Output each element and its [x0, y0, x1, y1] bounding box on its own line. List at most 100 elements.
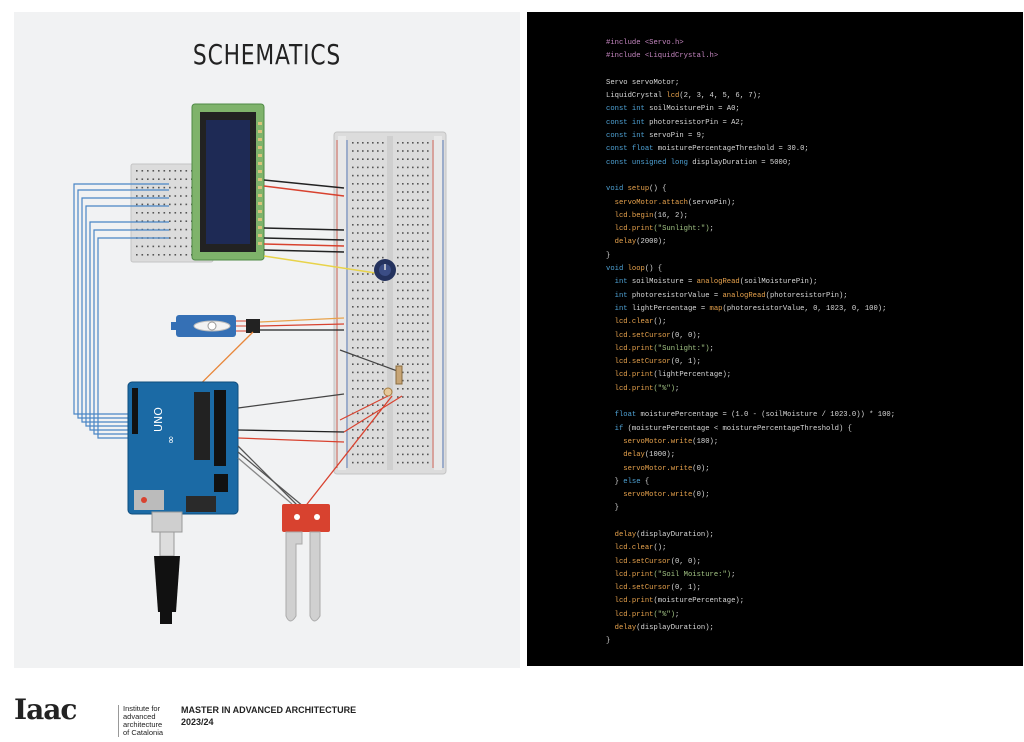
arduino-wires [237, 393, 393, 513]
code-token: (0, 1); [670, 358, 701, 367]
code-token: displayDuration = 5000; [692, 158, 792, 167]
code-token: (16, 2); [653, 211, 688, 220]
code-token: servoPin = 9; [649, 132, 706, 141]
institute-line: architecture [123, 720, 163, 729]
code-line: } [606, 250, 895, 263]
code-token [606, 425, 615, 433]
code-token: (0); [692, 491, 710, 500]
code-token: int [614, 291, 632, 300]
code-token: lcd.setCursor [614, 358, 671, 367]
code-token: ("%") [653, 384, 676, 393]
code-token: (0, 0); [670, 331, 701, 340]
code-line: lcd.setCursor(0, 1); [606, 356, 895, 369]
code-line: float moisturePercentage = (1.0 - (soilM… [606, 409, 895, 422]
code-token: const int [606, 118, 650, 127]
code-token: servoMotor.attach [614, 198, 688, 207]
code-token [606, 318, 615, 326]
code-token: const int [606, 105, 650, 114]
main-breadboard [333, 131, 447, 475]
code-token [606, 451, 623, 459]
code-line: const int soilMoisturePin = A0; [606, 103, 895, 116]
code-line: delay(displayDuration); [606, 529, 895, 542]
code-line: void loop() { [606, 263, 895, 276]
code-token: servoMotor.write [623, 437, 693, 446]
code-token [606, 292, 615, 300]
code-token: (0, 0); [670, 557, 701, 566]
code-token [606, 597, 615, 605]
code-line: #include <LiquidCrystal.h> [606, 50, 895, 63]
code-token: #include <LiquidCrystal.h> [606, 52, 719, 61]
code-token: (servoPin); [687, 198, 736, 207]
code-line: lcd.setCursor(0, 0); [606, 556, 895, 569]
code-line: lcd.print("%"); [606, 609, 895, 622]
code-token [606, 411, 615, 419]
code-token: (moisturePercentage); [653, 597, 745, 606]
code-token: moisturePercentageThreshold = 30.0; [657, 145, 809, 154]
code-line: } else { [606, 476, 895, 489]
code-line: lcd.clear(); [606, 316, 895, 329]
code-line: if (moisturePercentage < moisturePercent… [606, 423, 895, 436]
code-line: servoMotor.write(180); [606, 436, 895, 449]
code-line: lcd.setCursor(0, 1); [606, 582, 895, 595]
code-token: lcd [666, 92, 680, 101]
code-token: map [709, 304, 723, 313]
code-line: lcd.setCursor(0, 0); [606, 330, 895, 343]
code-token: const float [606, 145, 658, 154]
code-token: servoMotor.write [623, 464, 693, 473]
code-token: } [606, 251, 611, 260]
code-line: const int servoPin = 9; [606, 130, 895, 143]
code-token: photoresistorValue = [631, 291, 723, 300]
code-line: lcd.print("Sunlight:"); [606, 223, 895, 236]
code-token [606, 531, 615, 539]
code-token: loop [627, 265, 645, 274]
code-token: ; [709, 344, 714, 353]
code-token: servoMotor.write [623, 491, 693, 500]
usb-cable [151, 511, 183, 624]
soil-moisture-sensor [282, 504, 330, 622]
code-token [606, 491, 623, 499]
code-token [606, 544, 615, 552]
code-token [606, 238, 615, 246]
code-token [606, 465, 623, 473]
code-line: lcd.print(lightPercentage); [606, 369, 895, 382]
code-token: (displayDuration); [636, 624, 714, 633]
code-line: servoMotor.write(0); [606, 463, 895, 476]
code-token: const unsigned long [606, 158, 693, 167]
photoresistor-circuit [339, 349, 403, 433]
code-token [606, 571, 615, 579]
code-token: (); [653, 544, 667, 553]
code-token: int [614, 278, 632, 287]
footer: Iaac Institute for advanced architecture… [0, 690, 1024, 742]
code-token [606, 371, 615, 379]
code-token: setup [627, 185, 650, 194]
code-line [606, 396, 895, 409]
code-token: lcd.setCursor [614, 584, 671, 593]
code-token: LiquidCrystal [606, 92, 667, 101]
code-token: lcd.print [614, 597, 654, 606]
program-info: MASTER IN ADVANCED ARCHITECTURE 2023/24 [181, 704, 356, 728]
code-line: const float moisturePercentageThreshold … [606, 143, 895, 156]
code-token: } [606, 477, 624, 486]
code-token: (displayDuration); [636, 530, 714, 539]
code-token: ; [709, 225, 714, 234]
code-token: (); [653, 318, 667, 327]
code-token [606, 305, 615, 313]
code-line [606, 64, 895, 77]
code-token: (moisturePercentage < moisturePercentage… [627, 424, 852, 433]
code-token: ("Sunlight:") [653, 225, 710, 234]
code-token: lcd.clear [614, 544, 654, 553]
program-title: MASTER IN ADVANCED ARCHITECTURE [181, 705, 357, 715]
code-token: lcd.print [614, 570, 654, 579]
code-token [606, 385, 615, 393]
code-line: delay(2000); [606, 236, 895, 249]
code-token [606, 624, 615, 632]
code-token: ; [675, 384, 680, 393]
code-token: analogRead [722, 291, 766, 300]
institute-line: Institute for [123, 704, 161, 713]
code-line: #include <Servo.h> [606, 37, 895, 50]
code-line: lcd.print("Sunlight:"); [606, 343, 895, 356]
lcd-data-wires [73, 183, 169, 439]
code-token: void [606, 265, 628, 274]
code-token: (0); [692, 464, 710, 473]
code-line: } [606, 635, 895, 648]
